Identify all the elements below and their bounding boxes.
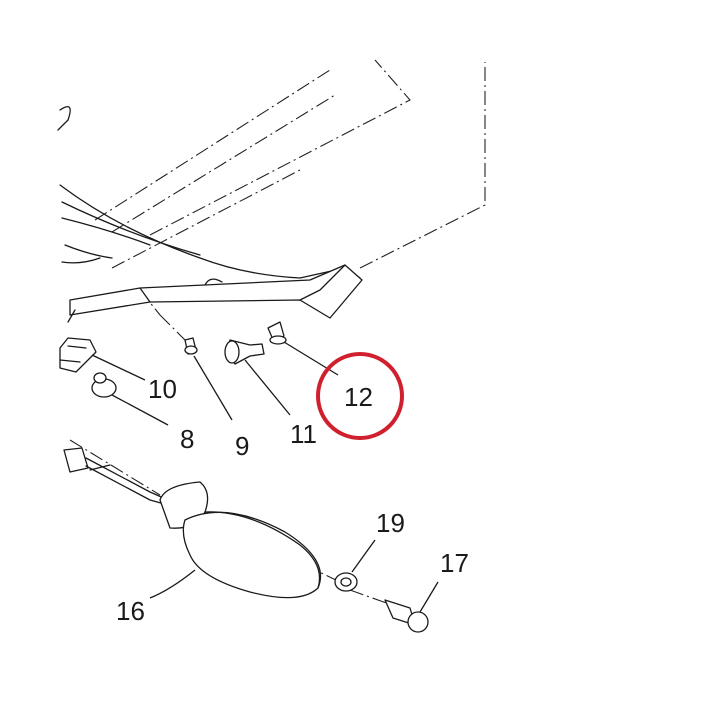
part-16-turn-signal [159, 481, 322, 599]
bracket [67, 264, 363, 323]
part-9-screw [184, 337, 198, 355]
highlight-circle [316, 352, 404, 440]
callout-16: 16 [116, 596, 145, 626]
part-17-bolt [384, 599, 429, 633]
callout-9: 9 [235, 431, 249, 461]
callout-19: 19 [376, 508, 405, 538]
callout-17: 17 [440, 548, 469, 578]
part-12-spacer [267, 321, 287, 345]
part-10-clip [59, 337, 97, 373]
callout-8: 8 [180, 424, 194, 454]
callout-11: 11 [290, 419, 317, 449]
part-11-pin [224, 339, 265, 365]
callout-labels: 8 9 10 11 12 16 17 19 [116, 374, 469, 626]
callout-12: 12 [344, 382, 373, 412]
upper-panel [57, 106, 361, 279]
wiring-harness [63, 447, 169, 506]
callout-10: 10 [148, 374, 177, 404]
part-19-washer [334, 572, 358, 592]
part-8-grommet [91, 372, 117, 398]
